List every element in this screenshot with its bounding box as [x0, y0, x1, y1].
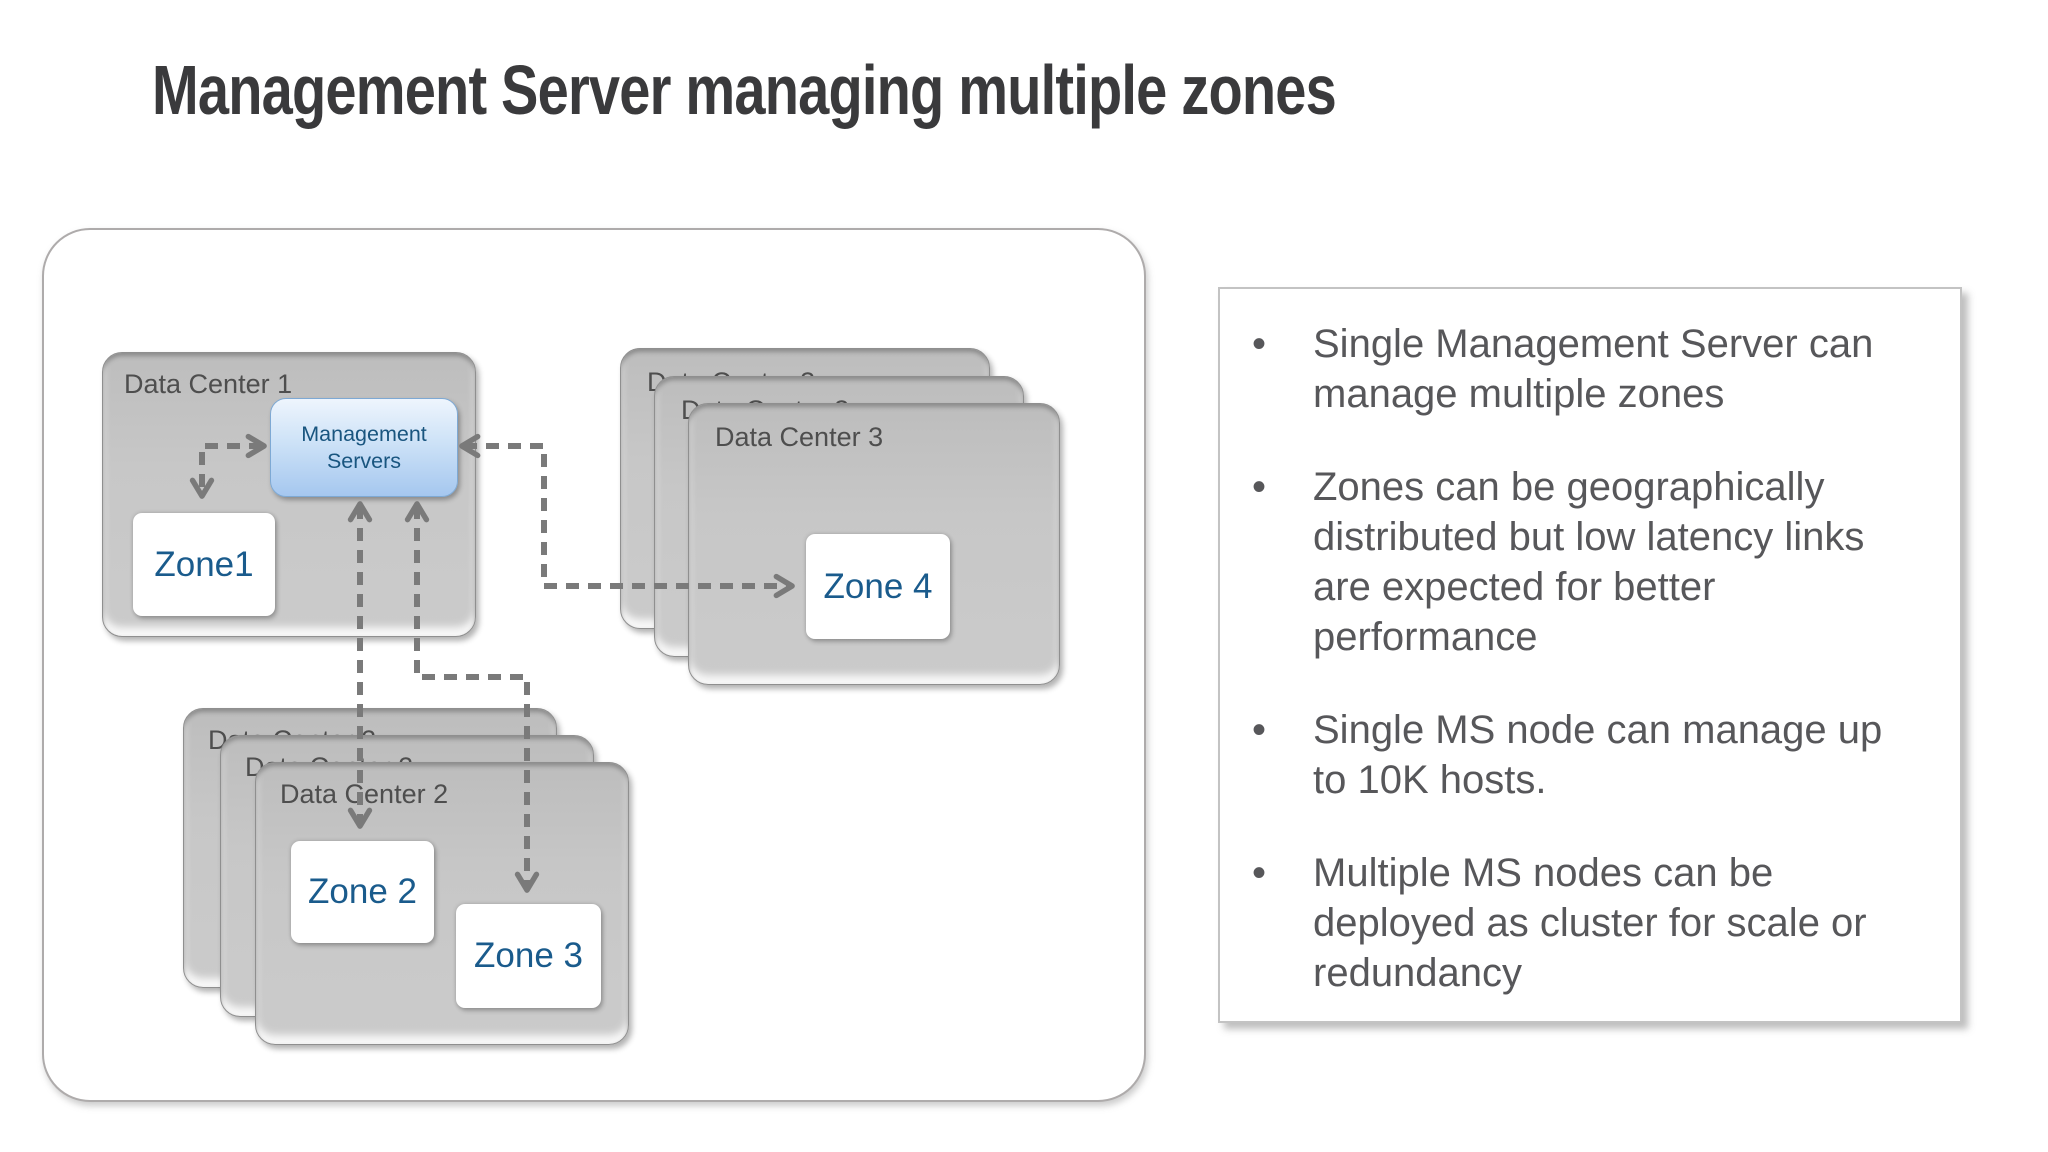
zone4-label: Zone 4 [823, 566, 933, 606]
slide-title: Management Server managing multiple zone… [152, 51, 1337, 129]
note-bullet-2: • Zones can be geographically distribute… [1250, 462, 1898, 662]
zone2-box: Zone 2 [291, 841, 434, 943]
zone1-label: Zone1 [154, 544, 254, 584]
note-bullet-3: • Single MS node can manage up to 10K ho… [1250, 705, 1898, 805]
note-text-2: Zones can be geographically distributed … [1313, 465, 1865, 659]
notes-panel: • Single Management Server can manage mu… [1218, 287, 1962, 1023]
note-text-4: Multiple MS nodes can be deployed as clu… [1313, 851, 1867, 995]
bullet-dot: • [1252, 322, 1267, 366]
zone3-box: Zone 3 [456, 904, 601, 1008]
zone2-label: Zone 2 [308, 872, 417, 911]
datacenter1-label: Data Center 1 [124, 369, 293, 399]
management-servers-box: Management Servers [270, 398, 458, 497]
datacenter2-label: Data Center 2 [280, 779, 449, 809]
note-text-3: Single MS node can manage up to 10K host… [1313, 708, 1883, 802]
note-bullet-1: • Single Management Server can manage mu… [1250, 319, 1898, 419]
note-text-1: Single Management Server can manage mult… [1313, 322, 1874, 416]
datacenter3-box: Data Center 3 Zone 4 [688, 403, 1060, 685]
note-bullet-4: • Multiple MS nodes can be deployed as c… [1250, 848, 1898, 998]
management-servers-label: Management Servers [301, 421, 427, 473]
zone1-box: Zone1 [133, 513, 275, 616]
bullet-dot: • [1252, 465, 1267, 509]
notes-list: • Single Management Server can manage mu… [1250, 319, 1932, 998]
bullet-dot: • [1252, 851, 1267, 895]
datacenter3-label: Data Center 3 [715, 422, 884, 452]
bullet-dot: • [1252, 708, 1267, 752]
zone3-label: Zone 3 [474, 936, 583, 975]
zone4-box: Zone 4 [806, 534, 950, 639]
datacenter2-box: Data Center 2 Zone 2 Zone 3 [255, 762, 629, 1045]
